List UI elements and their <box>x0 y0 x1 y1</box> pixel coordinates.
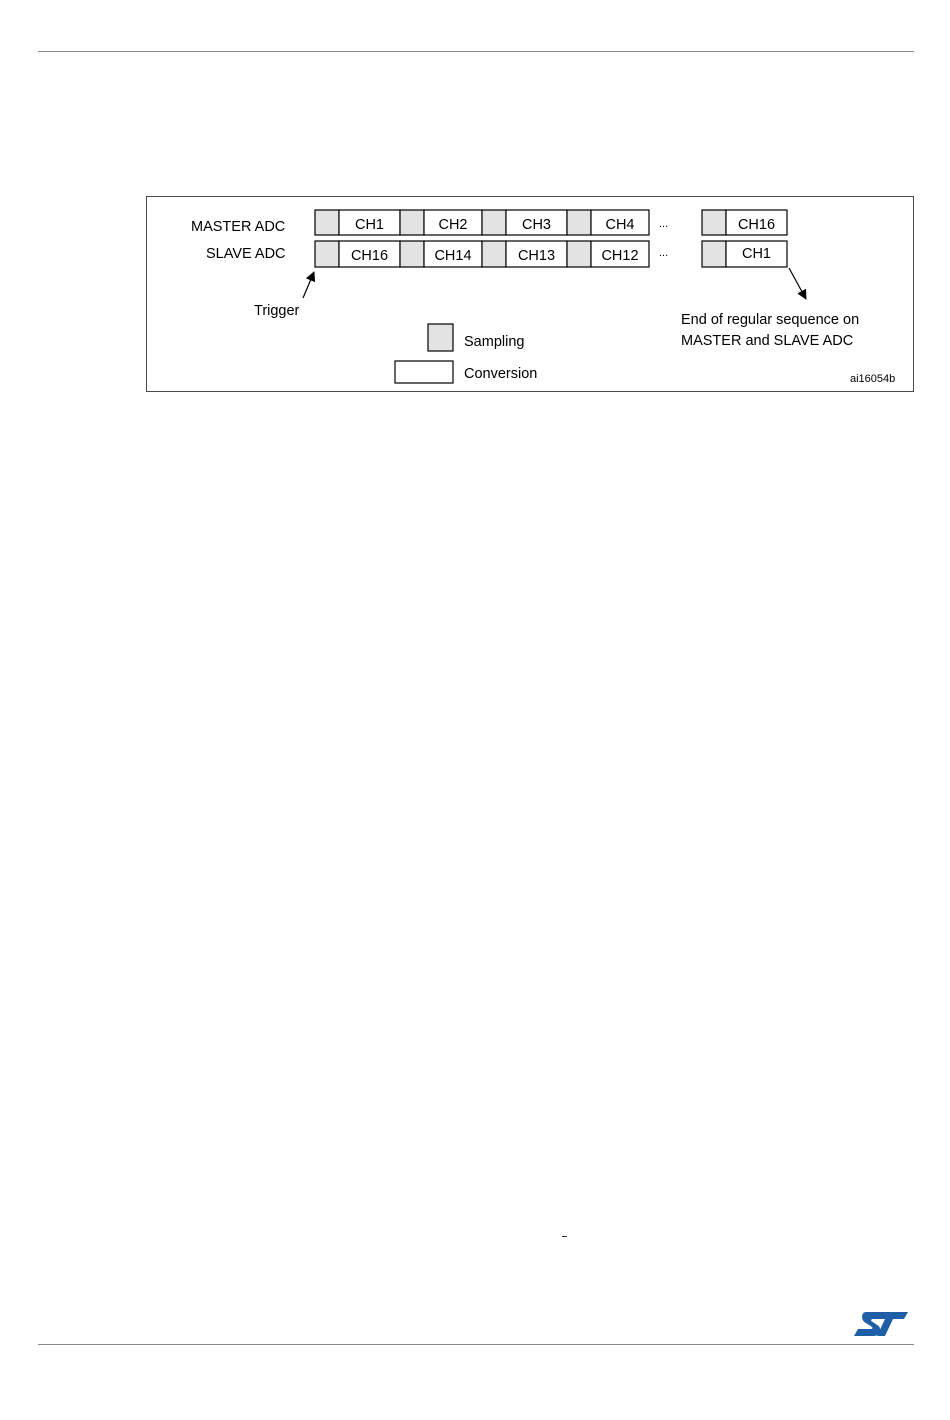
slave-sample-2 <box>400 241 424 267</box>
slave-adc-label: SLAVE ADC <box>206 246 286 262</box>
slave-sample-3 <box>482 241 506 267</box>
master-sample-1 <box>315 210 339 235</box>
master-channel-label: CH4 <box>591 217 649 233</box>
bottom-rule <box>38 1344 914 1345</box>
trigger-label: Trigger <box>254 303 299 319</box>
slave-channel-label: CH16 <box>339 248 400 264</box>
slave-sample-last <box>702 241 726 267</box>
adc-timing-diagram <box>0 0 950 420</box>
legend-sampling-box <box>428 324 453 351</box>
slave-channel-label: CH14 <box>424 248 482 264</box>
master-channel-label: CH2 <box>424 217 482 233</box>
slave-ellipsis: ... <box>659 245 668 261</box>
slave-channel-label: CH12 <box>591 248 649 264</box>
end-sequence-label-line2: MASTER and SLAVE ADC <box>681 333 853 349</box>
master-sample-last <box>702 210 726 235</box>
master-channel-label: CH16 <box>726 217 787 233</box>
end-sequence-arrow <box>789 268 806 299</box>
master-sample-4 <box>567 210 591 235</box>
trigger-arrow <box>303 272 314 298</box>
master-ellipsis: ... <box>659 216 668 232</box>
slave-channel-label: CH1 <box>726 246 787 262</box>
slave-sample-1 <box>315 241 339 267</box>
end-sequence-label-line1: End of regular sequence on <box>681 312 859 328</box>
stray-mark <box>562 1236 567 1237</box>
master-sample-3 <box>482 210 506 235</box>
st-logo-icon <box>852 1310 910 1340</box>
master-channel-label: CH1 <box>339 217 400 233</box>
legend-sampling-label: Sampling <box>464 334 524 350</box>
master-channel-label: CH3 <box>506 217 567 233</box>
master-sample-2 <box>400 210 424 235</box>
legend-conversion-box <box>395 361 453 383</box>
legend-conversion-label: Conversion <box>464 366 537 382</box>
slave-channel-label: CH13 <box>506 248 567 264</box>
master-adc-label: MASTER ADC <box>191 219 285 235</box>
figure-id: ai16054b <box>850 371 895 387</box>
slave-sample-4 <box>567 241 591 267</box>
